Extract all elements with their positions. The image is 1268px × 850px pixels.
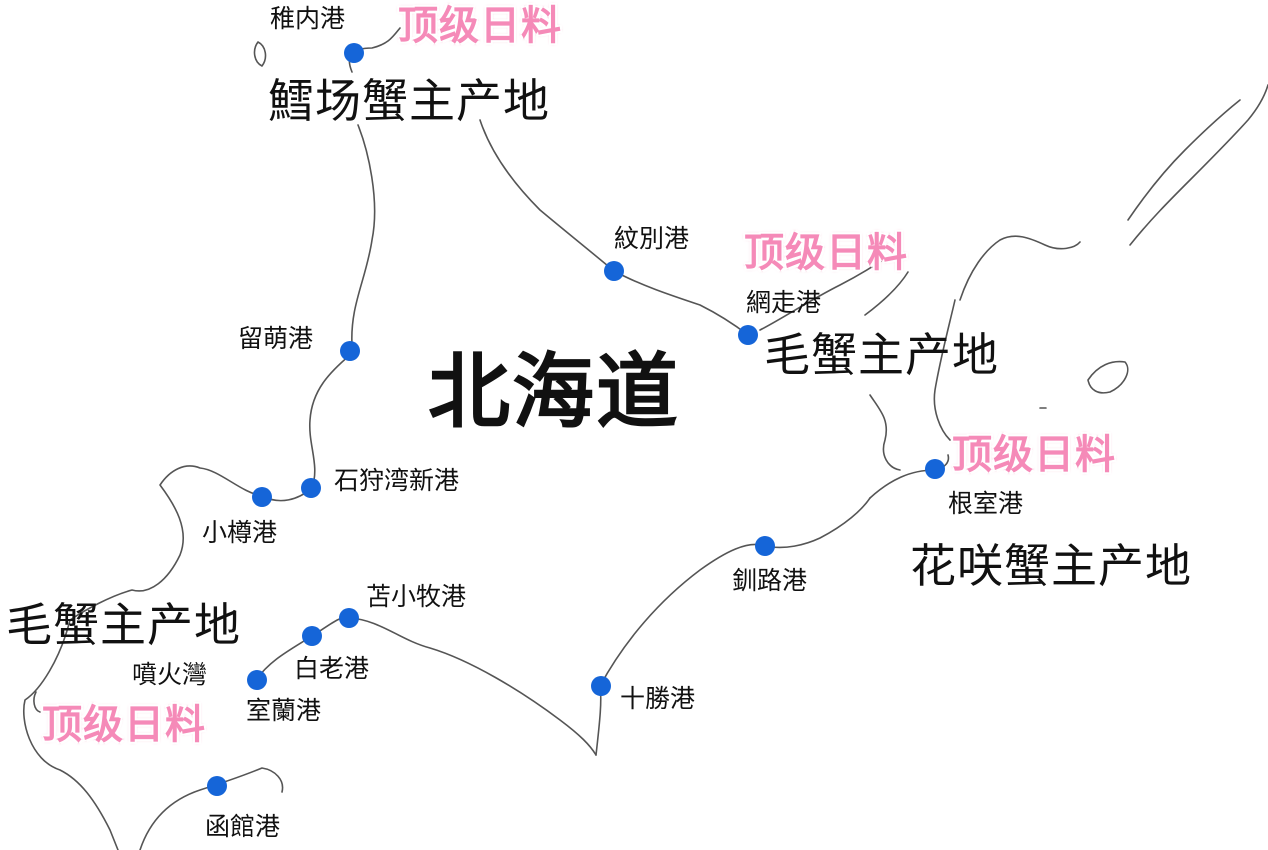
port-label-muroran: 室蘭港 <box>246 696 322 725</box>
port-label-wakkanai: 稚内港 <box>270 4 346 33</box>
port-label-tomakomai: 苫小牧港 <box>366 582 467 611</box>
port-marker-otaru[interactable] <box>252 487 272 507</box>
port-label-hakodate: 函館港 <box>205 812 281 841</box>
grade-label-north: 顶级日料 <box>398 3 562 49</box>
port-label-tokachi: 十勝港 <box>620 684 696 713</box>
port-marker-monbetsu[interactable] <box>604 261 624 281</box>
port-marker-shiraoi[interactable] <box>302 626 322 646</box>
port-marker-hakodate[interactable] <box>207 776 227 796</box>
port-marker-tomakomai[interactable] <box>339 608 359 628</box>
port-label-otaru: 小樽港 <box>202 518 278 547</box>
region-title: 北海道 <box>428 345 681 440</box>
grade-label-nemuro: 顶级日料 <box>952 432 1116 478</box>
port-label-ishikari: 石狩湾新港 <box>334 466 460 495</box>
port-marker-rumoi[interactable] <box>340 341 360 361</box>
grade-label-okhotsk: 顶级日料 <box>744 230 908 276</box>
port-marker-abashiri[interactable] <box>738 325 758 345</box>
port-marker-tokachi[interactable] <box>591 676 611 696</box>
grade-label-southwest: 顶级日料 <box>42 702 206 748</box>
port-label-abashiri: 網走港 <box>746 288 822 317</box>
production-label-okhotsk: 毛蟹主产地 <box>764 328 999 382</box>
port-label-rumoi: 留萌港 <box>238 324 314 353</box>
port-label-nemuro: 根室港 <box>948 489 1024 518</box>
port-label-monbetsu: 紋別港 <box>614 224 690 253</box>
port-marker-ishikari[interactable] <box>301 478 321 498</box>
port-marker-kushiro[interactable] <box>755 536 775 556</box>
port-marker-wakkanai[interactable] <box>344 43 364 63</box>
production-label-nemuro: 花咲蟹主产地 <box>910 539 1192 593</box>
port-label-shiraoi: 白老港 <box>294 654 370 683</box>
port-marker-nemuro[interactable] <box>925 459 945 479</box>
bay-label-funka: 噴火灣 <box>132 660 208 689</box>
port-marker-muroran[interactable] <box>247 670 267 690</box>
production-label-north: 鱈场蟹主产地 <box>268 74 550 128</box>
port-label-kushiro: 釧路港 <box>732 566 808 595</box>
production-label-southwest: 毛蟹主产地 <box>6 598 241 652</box>
